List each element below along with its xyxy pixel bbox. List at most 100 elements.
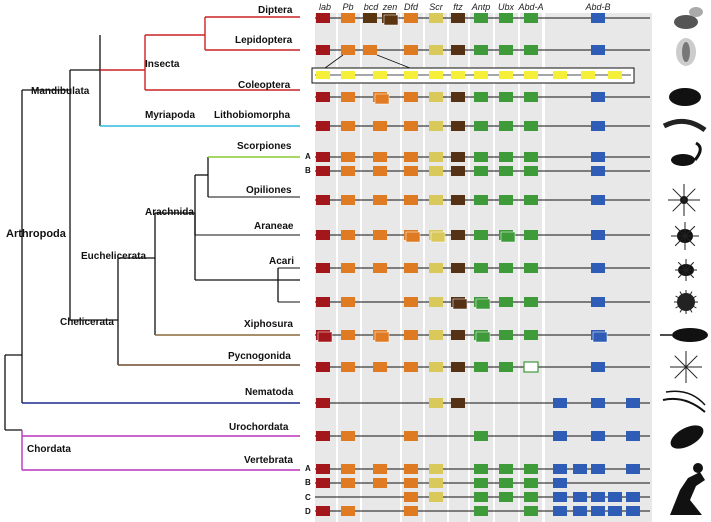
hox-dfd-box: [404, 464, 418, 474]
harvestman-icon-leg: [672, 188, 685, 201]
hox-scr-box-duplicate: [430, 231, 446, 243]
hox-ubx-box: [499, 121, 513, 131]
mite-icon-leg: [685, 301, 693, 313]
hox-scr-box: [429, 263, 443, 273]
hox-scr-box: [429, 492, 443, 502]
hox-ftz-box: [451, 398, 465, 408]
taxon-pycnogonida: Pycnogonida: [228, 351, 291, 362]
hox-abda-box: [524, 330, 538, 340]
hox-lab-box: [316, 92, 330, 102]
hox-abdb-box: [608, 492, 622, 502]
hox-pb-box: [341, 230, 355, 240]
hox-abdb-box: [573, 506, 587, 516]
taxon-lithobiomorpha: Lithobiomorpha: [214, 110, 291, 121]
nematode-icon-2: [665, 390, 706, 406]
expanded-gene-box: [341, 71, 355, 79]
scorpion-icon-tail: [693, 141, 702, 161]
hox-ubx-box: [499, 297, 513, 307]
hox-abdb-box: [591, 166, 605, 176]
hox-abdb-box: [591, 121, 605, 131]
hox-pb-box: [341, 45, 355, 55]
hox-abdb-box: [626, 464, 640, 474]
hox-lab-box: [316, 506, 330, 516]
hox-pb-box: [341, 92, 355, 102]
hox-hox3-box-duplicate: [383, 14, 399, 26]
hox-lab-box: [316, 362, 330, 372]
hox-abdb-box: [591, 13, 605, 23]
hox-pb-box: [363, 45, 377, 55]
clade-arachnida: Arachnida: [145, 207, 194, 218]
taxon-nematoda: Nematoda: [245, 387, 294, 398]
moth-icon-body: [682, 42, 690, 62]
phylogenetic-tree: [4, 16, 300, 471]
taxon-araneae: Araneae: [254, 221, 294, 232]
hox-antp-box: [474, 195, 488, 205]
hox-dfd-box: [404, 152, 418, 162]
hox-abdb-box: [591, 398, 605, 408]
hox-scr-box: [429, 297, 443, 307]
hox-pb-box: [373, 478, 387, 488]
hox-ftz-box: [451, 13, 465, 23]
hox-pb-box: [341, 121, 355, 131]
spider-icon-leg: [674, 235, 686, 247]
expansion-line-right: [376, 54, 411, 69]
sea-spider-icon-leg: [674, 355, 687, 368]
hox-ftz-box: [451, 45, 465, 55]
hox-ubx-box: [499, 464, 513, 474]
hox-lab-box-duplicate: [317, 331, 333, 343]
hox-pb-box: [373, 195, 387, 205]
sea-spider-icon-leg: [685, 355, 698, 368]
hox-dfd-box: [404, 478, 418, 488]
gene-header-bcd: bcd: [363, 2, 379, 12]
hox-dfd-box: [404, 506, 418, 516]
hox-abda-box: [524, 478, 538, 488]
centipede-icon: [662, 118, 707, 133]
taxon-coleoptera: Coleoptera: [238, 80, 291, 91]
hox-dfd-box: [404, 92, 418, 102]
row-letter-scorpion-a: A: [305, 152, 311, 161]
row-letter-vert-a: A: [305, 464, 311, 473]
hox-dfd-box: [404, 121, 418, 131]
hox-antp-box: [474, 464, 488, 474]
hox-antp-box: [474, 92, 488, 102]
expanded-gene-box: [608, 71, 622, 79]
hox-lab-box: [316, 230, 330, 240]
nematode-icon: [662, 397, 706, 413]
hox-ftz-box: [451, 121, 465, 131]
hox-abdb-box: [626, 506, 640, 516]
hox-pb-box: [341, 431, 355, 441]
expanded-gene-box: [373, 71, 387, 79]
hox-abda-box: [524, 166, 538, 176]
hox-abdb-box: [626, 431, 640, 441]
hox-pb-box: [341, 464, 355, 474]
hox-abdb-box: [591, 464, 605, 474]
mite-icon-leg: [679, 301, 687, 313]
hox-pb-box: [373, 166, 387, 176]
hox-antp-box: [474, 492, 488, 502]
hox-scr-box: [429, 166, 443, 176]
tick-icon-leg: [677, 269, 687, 279]
hox-lab-box: [316, 431, 330, 441]
hox-pb-box: [341, 478, 355, 488]
hox-abdb-box: [591, 230, 605, 240]
hox-antp-box: [474, 478, 488, 488]
clade-insecta: Insecta: [145, 59, 180, 70]
expanded-gene-box: [429, 71, 443, 79]
taxon-scorpiones: Scorpiones: [237, 141, 292, 152]
human-icon: [670, 472, 705, 515]
hox-ftz-box: [451, 230, 465, 240]
hox-scr-box: [429, 92, 443, 102]
hox-scr-box: [429, 121, 443, 131]
hox-scr-box: [429, 478, 443, 488]
hox-lab-box: [316, 478, 330, 488]
hox-lab-box: [316, 166, 330, 176]
hox-ftz-box: [451, 92, 465, 102]
taxon-vertebrata: Vertebrata: [244, 455, 293, 466]
mite-icon-leg: [685, 291, 693, 303]
expanded-gene-box: [499, 71, 513, 79]
hox-pb-box: [373, 121, 387, 131]
hox-abdb-box: [591, 492, 605, 502]
hox-pb-box: [341, 152, 355, 162]
human-icon-head: [693, 463, 703, 473]
